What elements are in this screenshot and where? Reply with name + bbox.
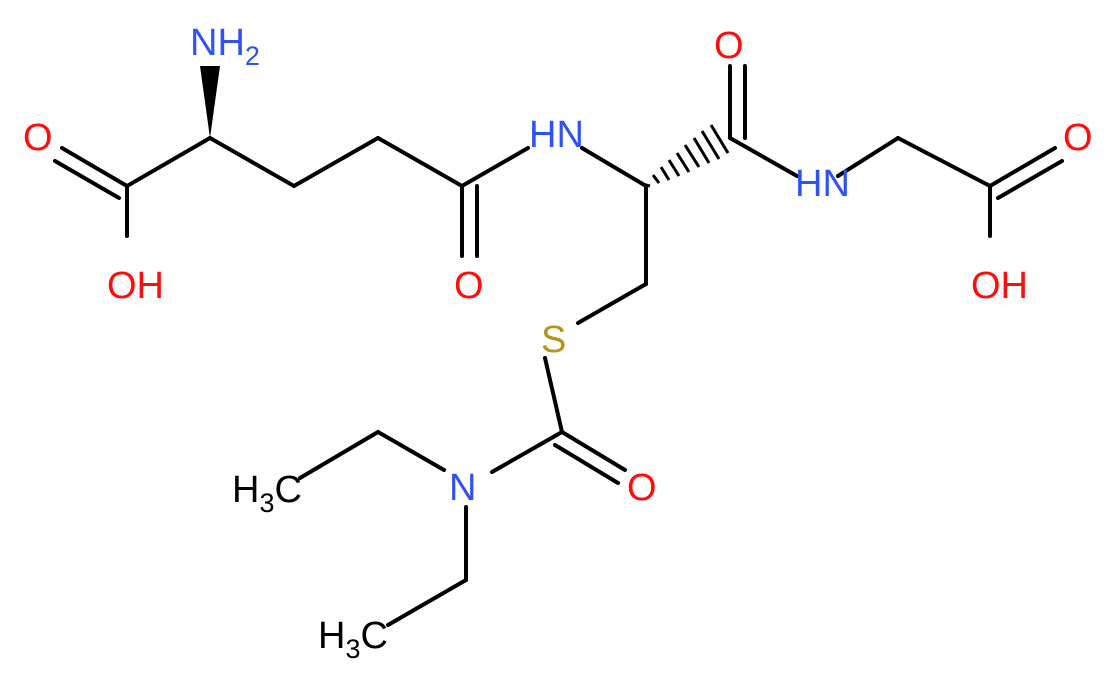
bond-cb-cg <box>292 136 380 188</box>
bond-cooh-right-double-b <box>996 159 1064 200</box>
atom-nh-amide-1: HN <box>529 114 584 156</box>
bond-s-cc <box>543 356 564 434</box>
atom-o-acid-left: O <box>23 117 53 159</box>
atom-n-carbamoyl: N <box>449 467 476 509</box>
atom-o-acid-right: O <box>1063 117 1093 159</box>
hash-bond-cys <box>641 124 730 188</box>
atom-labels: O OH NH2 HN O O HN O OH S O N H3C H3C <box>23 22 1093 664</box>
bond-ca-cb <box>208 136 296 188</box>
wedge-bond-nh2 <box>200 66 220 138</box>
atom-ch3-upper: H3C <box>232 469 302 518</box>
bond-cc-o-a <box>560 430 627 472</box>
atom-s-thio: S <box>541 319 566 361</box>
bond-c1-ca <box>125 136 212 188</box>
atom-nh-amide-2: HN <box>795 163 850 205</box>
bond-cooh-left-double-a <box>60 146 129 188</box>
atom-nh2: NH2 <box>190 22 260 71</box>
atom-oh-acid-right: OH <box>971 265 1028 307</box>
bond-cc-o-b <box>553 443 620 485</box>
atom-o-amide-1: O <box>454 265 484 307</box>
bond-cooh-left-double-b <box>53 159 121 200</box>
bond-n-ceth1 <box>376 430 446 472</box>
bond-cooh-right-double-a <box>988 146 1057 188</box>
bond-cb2-s <box>576 282 648 325</box>
atom-oh-acid-left: OH <box>107 265 164 307</box>
bond-cg-cd <box>376 136 464 188</box>
bond-nh-cgly <box>836 136 900 178</box>
atom-o-amide-2: O <box>714 25 744 67</box>
atom-ch3-lower: H3C <box>318 615 388 664</box>
bond-nh-ca2 <box>580 146 648 188</box>
bond-cd-nh <box>460 146 530 188</box>
bond-cgly-c <box>896 136 992 188</box>
bond-ceth2-ch3 <box>386 578 468 627</box>
bonds <box>53 64 1064 627</box>
bond-ceth1-ch3 <box>298 430 380 480</box>
bond-cc-n <box>490 430 564 474</box>
bond-c2-nh <box>728 136 799 178</box>
atom-o-carbamoyl: O <box>627 467 657 509</box>
